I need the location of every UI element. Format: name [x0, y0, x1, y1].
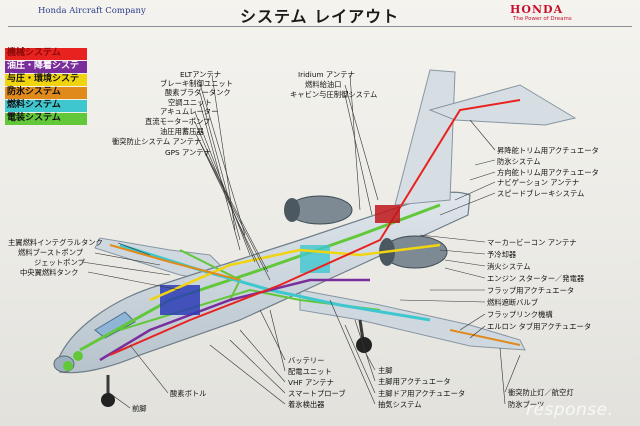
label-fuel-boost-pump: 燃料ブーストポンプ — [18, 248, 84, 257]
label-dc-motor-pump: 直流モーターポンプ — [145, 117, 211, 126]
label-oxygen-bottle: 酸素ボトル — [170, 389, 207, 398]
label-power-distribution-unit: 配電ユニット — [288, 367, 332, 376]
label-fire-extinguishing-system: 消火システム — [487, 262, 531, 271]
legend-anti-ice: 防氷システム — [5, 87, 87, 99]
label-fuel-shutoff-valve: 燃料遮断バルブ — [487, 298, 539, 307]
label-main-gear: 主脚 — [378, 366, 393, 375]
label-flap-actuator: フラップ用アクチュエータ — [487, 286, 575, 295]
label-de-icing-boots: 防氷ブーツ — [508, 400, 545, 409]
label-marker-beacon-antenna: マーカービーコン アンテナ — [487, 238, 577, 247]
label-navigation-antenna: ナビゲーション アンテナ — [497, 178, 580, 187]
label-jet-pump: ジェットポンプ — [34, 258, 85, 267]
page-title: システム レイアウト — [240, 7, 400, 26]
main-gear-wheel — [356, 337, 372, 353]
label-brake-control-unit: ブレーキ制御ユニット — [160, 79, 233, 88]
label-fuel-filler-port: 燃料給油口 — [305, 80, 342, 89]
label-flap-link-mechanism: フラップリンク機構 — [487, 310, 553, 319]
cockpit-window — [94, 311, 136, 339]
label-accumulator: アキュムレーター — [160, 107, 219, 116]
legend-pressurization: 与圧・環境システム — [5, 74, 87, 96]
label-smart-probe: スマートプローブ — [288, 389, 346, 398]
label-aileron-tab-actuator: エルロン タブ用アクチュエータ — [487, 322, 592, 331]
label-elevator-trim-actuator: 昇降舵トリム用アクチュエータ — [497, 146, 599, 155]
honda-logo: HONDA — [510, 3, 564, 16]
label-oxygen-bladder-tank: 酸素ブラダータンク — [165, 88, 231, 97]
label-main-gear-door-actuator: 主脚ドア用アクチュエータ — [378, 389, 466, 398]
label-speed-brake-system: スピードブレーキシステム — [497, 189, 585, 198]
label-anti-ice-system: 防氷システム — [497, 157, 541, 166]
legend-fuel: 燃料システム — [5, 100, 87, 112]
label-air-conditioning-unit: 空調ユニット — [168, 98, 212, 107]
label-cabin-pressure-control: キャビン与圧制御システム — [290, 90, 378, 99]
label-vhf-antenna: VHF アンテナ — [288, 378, 334, 387]
label-precooler: 予冷却器 — [487, 250, 517, 259]
label-iridium-antenna: Iridium アンテナ — [298, 70, 355, 79]
brand-tagline: The Power of Dreams — [513, 16, 572, 22]
label-nose-gear: 前脚 — [132, 404, 147, 413]
company-name: Honda Aircraft Company — [38, 6, 146, 16]
legend-mechanical: 機械システム — [5, 48, 87, 60]
horizontal-tail — [428, 84, 577, 126]
label-elt-antenna: ELTアンテナ — [180, 70, 222, 79]
label-battery: バッテリー — [288, 356, 325, 365]
label-bleed-air-system: 抽気システム — [378, 400, 422, 409]
legend-hydraulic: 油圧・降着システム — [5, 61, 87, 83]
fuselage — [57, 191, 471, 374]
label-gps-antenna: GPS アンテナ — [165, 148, 211, 157]
nose-gear-wheel — [101, 393, 115, 407]
label-main-wing-fuel-tank: 主翼燃料インテグラルタンク — [8, 238, 103, 247]
header-divider — [8, 26, 632, 27]
label-engine-starter-generator: エンジン スターター／発電器 — [487, 274, 585, 283]
label-collision-avoidance-antenna: 衝突防止システム アンテナ — [112, 137, 202, 146]
label-rudder-trim-actuator: 方向舵トリム用アクチュエータ — [497, 168, 599, 177]
label-center-wing-fuel-tank: 中央翼燃料タンク — [20, 268, 79, 277]
watermark: response. — [526, 400, 614, 420]
label-ice-detector: 着氷検出器 — [288, 400, 325, 409]
legend-electrical: 電装システム — [5, 113, 87, 125]
vertical-tail — [394, 69, 456, 206]
label-hydraulic-accumulator: 油圧用蓄圧器 — [160, 127, 204, 136]
label-anti-collision-nav-lights: 衝突防止灯／航空灯 — [508, 388, 574, 397]
label-main-gear-actuator: 主脚用アクチュエータ — [378, 377, 451, 386]
